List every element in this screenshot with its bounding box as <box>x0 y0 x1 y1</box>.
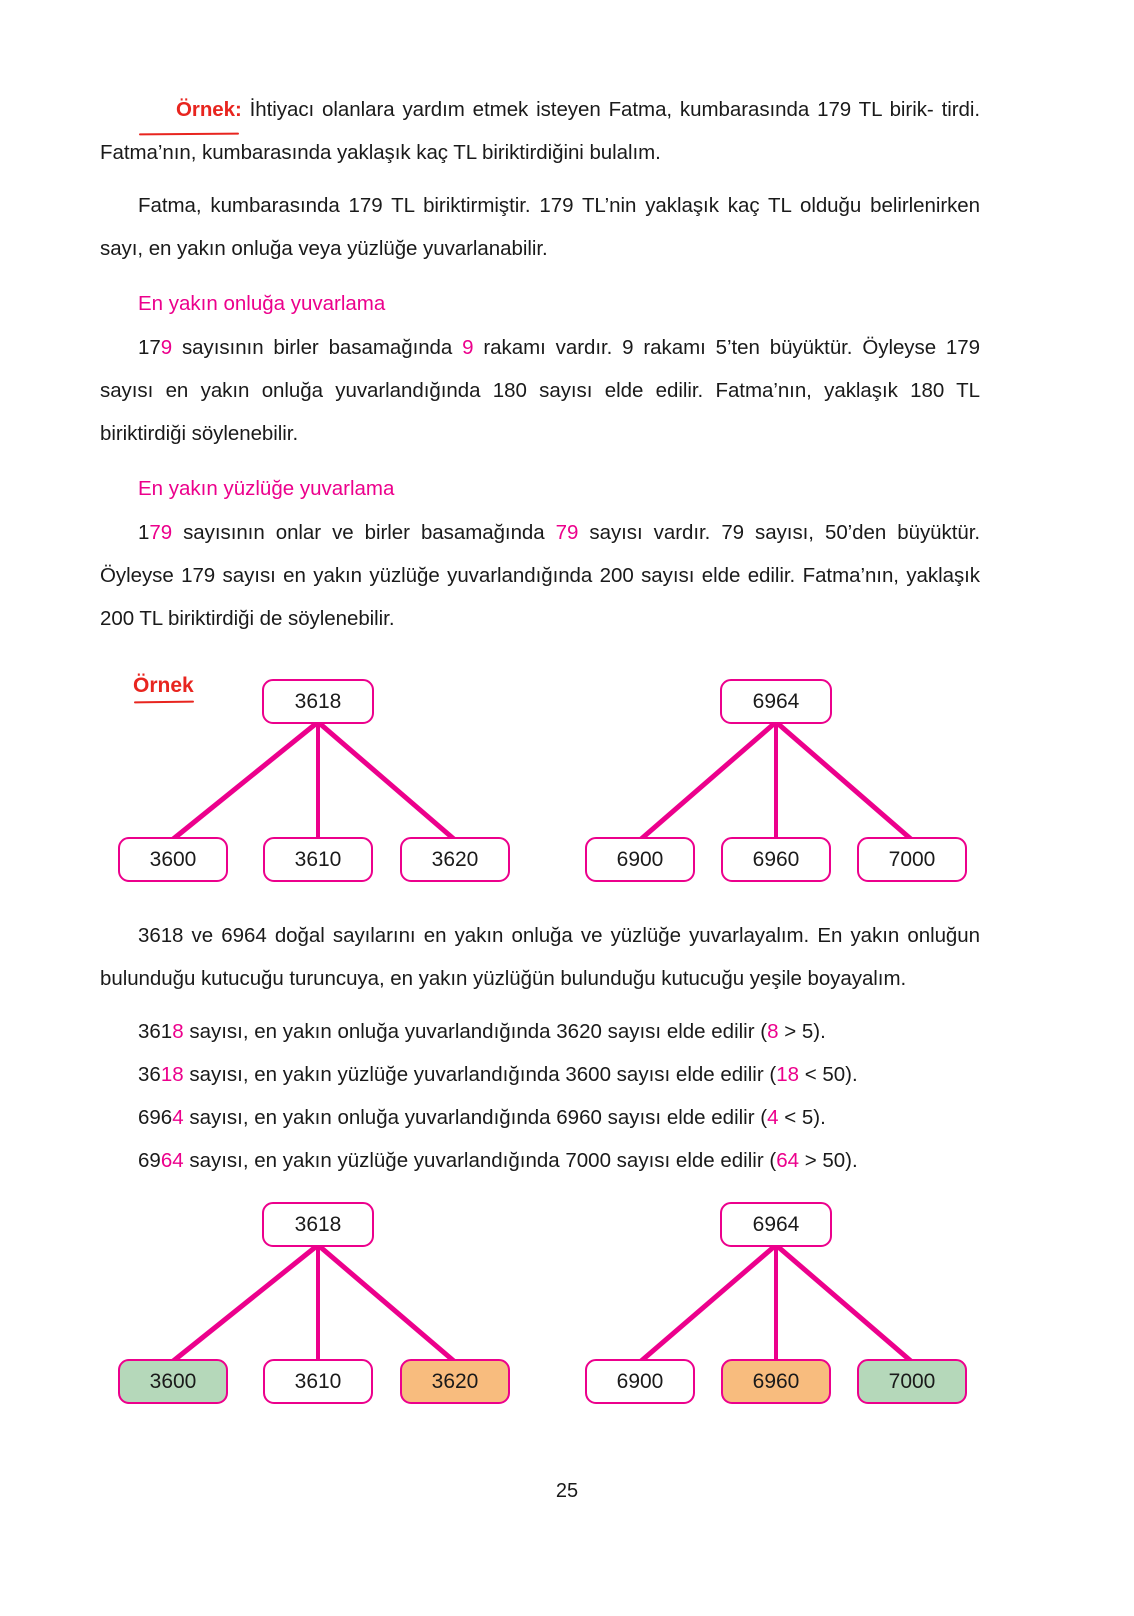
page-content: Örnek: İhtiyacı olanlara yardım etmek is… <box>100 88 980 1415</box>
explain-block: Fatma, kumbarasında 179 TL biriktirmişti… <box>100 184 980 270</box>
tree2-right-child-3: 7000 <box>857 1359 967 1404</box>
stmt-4-cmp-rest: > 50). <box>799 1149 858 1172</box>
stmt-3-num-black: 696 <box>138 1106 173 1129</box>
stmt-4-num-black: 69 <box>138 1149 161 1172</box>
example-intro-block: Örnek: İhtiyacı olanlara yardım etmek is… <box>100 88 980 174</box>
example2-diagram: Örnek 3618 3600 3610 3620 6964 6900 6960… <box>100 662 980 892</box>
tens-body-2: rakamı vardır. 9 rakamı 5’ten büyüktür. … <box>100 336 980 445</box>
stmt-2-num-pink: 18 <box>160 1063 184 1086</box>
section-tens-paragraph: 179 sayısının birler basamağında 9 rakam… <box>100 326 980 455</box>
example-intro-text: İhtiyacı olanlara yardım etmek isteyen F… <box>241 98 934 121</box>
tree1-right-root: 6964 <box>720 679 832 724</box>
task-block: 3618 ve 6964 doğal sayılarını en yakın o… <box>100 914 980 1000</box>
statements-list: 3618 sayısı, en yakın onluğa yuvarlandığ… <box>100 1010 980 1182</box>
section-tens: En yakın onluğa yuvarlama 179 sayısının … <box>100 284 980 455</box>
section-hundreds-heading: En yakın yüzlüğe yuvarlama <box>138 477 395 500</box>
ornek-label-2: Örnek <box>133 674 194 697</box>
stmt-1-num-black: 361 <box>138 1020 173 1043</box>
stmt-2-cmp-rest: < 50). <box>799 1063 858 1086</box>
stmt-1-cmp-rest: > 5). <box>778 1020 826 1043</box>
ornek-label: Örnek: <box>138 88 242 131</box>
stmt-2-cmp-pink: 18 <box>776 1063 799 1086</box>
tree1-right-child-1: 6900 <box>585 837 695 882</box>
hundreds-body-2: sayısı vardır. 79 sayısı, 50’den büyüktü… <box>100 521 981 630</box>
statement-row: 3618 sayısı, en yakın yüzlüğe yuvarlandı… <box>138 1053 980 1096</box>
tens-digit-pink: 9 <box>462 336 474 359</box>
tree1-left-child-3: 3620 <box>400 837 510 882</box>
hundreds-lead-black: 1 <box>138 521 150 544</box>
statement-row: 3618 sayısı, en yakın onluğa yuvarlandığ… <box>138 1010 980 1053</box>
explain-paragraph: Fatma, kumbarasında 179 TL biriktirmişti… <box>100 194 980 260</box>
stmt-1-num-pink: 8 <box>172 1020 184 1043</box>
tree-connectors-2 <box>170 1243 914 1364</box>
tree1-right-child-2: 6960 <box>721 837 831 882</box>
stmt-2-mid: sayısı, en yakın yüzlüğe yuvarlandığında… <box>183 1063 777 1086</box>
stmt-1-cmp-pink: 8 <box>767 1020 779 1043</box>
hundreds-lead-pink: 79 <box>149 521 173 544</box>
tree2-left-child-1: 3600 <box>118 1359 228 1404</box>
tree1-left-child-2: 3610 <box>263 837 373 882</box>
stmt-1-mid: sayısı, en yakın onluğa yuvarlandığında … <box>183 1020 768 1043</box>
tree1-left-root: 3618 <box>262 679 374 724</box>
stmt-3-cmp-pink: 4 <box>767 1106 779 1129</box>
tree2-right-child-2: 6960 <box>721 1359 831 1404</box>
tree2-left-child-2: 3610 <box>263 1359 373 1404</box>
stmt-4-cmp-pink: 64 <box>776 1149 799 1172</box>
section-tens-heading: En yakın onluğa yuvarlama <box>138 292 386 315</box>
hundreds-digit-pink: 79 <box>555 521 579 544</box>
tens-lead-pink: 9 <box>160 336 173 359</box>
task-paragraph: 3618 ve 6964 doğal sayılarını en yakın o… <box>100 924 980 990</box>
page-number: 25 <box>555 1480 579 1502</box>
tree2-left-root: 3618 <box>262 1202 374 1247</box>
hundreds-body: sayısının onlar ve birler basamağında <box>172 521 556 544</box>
stmt-2-num-black: 36 <box>138 1063 161 1086</box>
example-intro-text-2: tirdi. Fatma’nın, kumbarasında yaklaşık … <box>100 98 980 164</box>
tree1-left-child-1: 3600 <box>118 837 228 882</box>
tens-body: sayısının birler basamağında <box>172 336 463 359</box>
section-hundreds: En yakın yüzlüğe yuvarlama 179 sayısının… <box>100 469 980 640</box>
example-intro-paragraph: Örnek: İhtiyacı olanlara yardım etmek is… <box>100 88 980 174</box>
stmt-3-cmp-rest: < 5). <box>778 1106 826 1129</box>
tree-connectors-1 <box>170 720 914 842</box>
stmt-4-mid: sayısı, en yakın yüzlüğe yuvarlandığında… <box>183 1149 777 1172</box>
statement-row: 6964 sayısı, en yakın yüzlüğe yuvarlandı… <box>138 1139 980 1182</box>
tree1-right-child-3: 7000 <box>857 837 967 882</box>
statement-row: 6964 sayısı, en yakın onluğa yuvarlandığ… <box>138 1096 980 1139</box>
stmt-3-mid: sayısı, en yakın onluğa yuvarlandığında … <box>183 1106 768 1129</box>
example3-diagram: 3618 3600 3610 3620 6964 6900 6960 7000 <box>100 1200 980 1415</box>
stmt-3-num-pink: 4 <box>172 1106 184 1129</box>
tree2-left-child-3: 3620 <box>400 1359 510 1404</box>
tree2-right-child-1: 6900 <box>585 1359 695 1404</box>
section-hundreds-paragraph: 179 sayısının onlar ve birler basamağınd… <box>100 511 980 640</box>
tens-lead-black: 17 <box>138 336 161 359</box>
tree2-right-root: 6964 <box>720 1202 832 1247</box>
stmt-4-num-pink: 64 <box>160 1149 184 1172</box>
